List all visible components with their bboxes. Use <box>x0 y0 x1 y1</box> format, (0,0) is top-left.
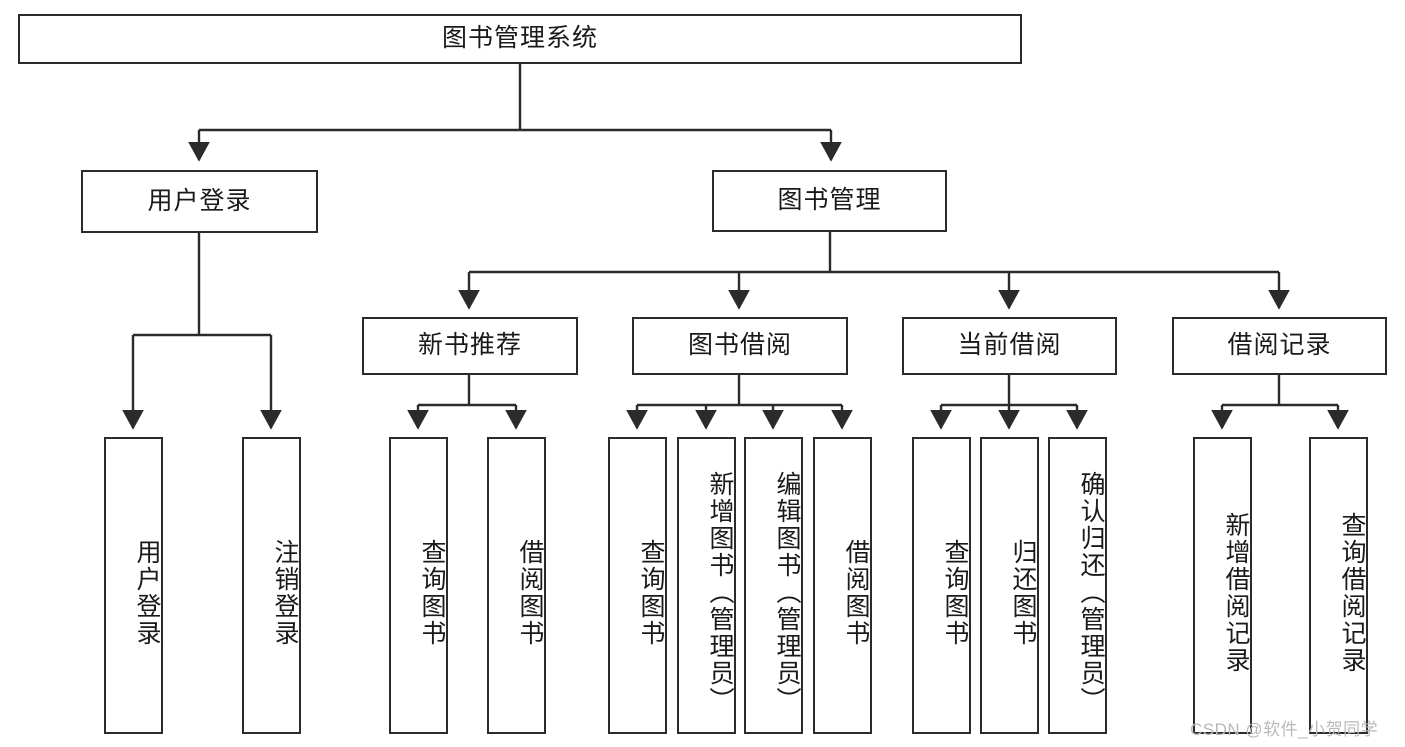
node-label: 借阅图书 <box>516 538 544 647</box>
node-label: 图书管理 <box>777 186 882 215</box>
node-book-borrow[interactable]: 图书借阅 <box>632 317 848 375</box>
node-label: 查询借阅记录 <box>1338 511 1366 674</box>
leaf-confirm-return-admin[interactable]: 确认归还（管理员） <box>1048 437 1107 734</box>
leaf-query-book-recommend[interactable]: 查询图书 <box>389 437 448 734</box>
node-label: 新增借阅记录 <box>1222 511 1250 674</box>
leaf-user-logout[interactable]: 注销登录 <box>242 437 301 734</box>
node-label: 确认归还（管理员） <box>1077 471 1105 714</box>
node-label: 查询图书 <box>418 538 446 647</box>
leaf-query-borrow-record[interactable]: 查询借阅记录 <box>1309 437 1368 734</box>
node-current-borrow[interactable]: 当前借阅 <box>902 317 1117 375</box>
node-label: 借阅记录 <box>1227 331 1332 360</box>
node-label: 注销登录 <box>271 538 299 647</box>
leaf-borrow-book[interactable]: 借阅图书 <box>813 437 872 734</box>
node-label: 编辑图书（管理员） <box>773 471 801 714</box>
leaf-return-book[interactable]: 归还图书 <box>980 437 1039 734</box>
leaf-borrow-book-recommend[interactable]: 借阅图书 <box>487 437 546 734</box>
leaf-query-book-current[interactable]: 查询图书 <box>912 437 971 734</box>
node-borrow-record[interactable]: 借阅记录 <box>1172 317 1387 375</box>
leaf-query-book-borrow[interactable]: 查询图书 <box>608 437 667 734</box>
node-label: 新书推荐 <box>417 331 522 360</box>
leaf-add-borrow-record[interactable]: 新增借阅记录 <box>1193 437 1252 734</box>
node-root-book-management-system[interactable]: 图书管理系统 <box>18 14 1022 64</box>
node-book-management[interactable]: 图书管理 <box>712 170 947 232</box>
node-label: 图书借阅 <box>687 331 792 360</box>
leaf-add-book-admin[interactable]: 新增图书（管理员） <box>677 437 736 734</box>
leaf-edit-book-admin[interactable]: 编辑图书（管理员） <box>744 437 803 734</box>
node-new-book-recommend[interactable]: 新书推荐 <box>362 317 578 375</box>
node-label: 新增图书（管理员） <box>706 471 734 714</box>
csdn-watermark: CSDN @软件_小贺同学 <box>1190 720 1379 739</box>
node-label: 图书管理系统 <box>441 24 598 53</box>
node-label: 用户登录 <box>147 186 252 215</box>
node-label: 用户登录 <box>133 538 161 647</box>
node-label: 借阅图书 <box>842 538 870 647</box>
node-label: 当前借阅 <box>957 331 1062 360</box>
leaf-user-login[interactable]: 用户登录 <box>104 437 163 734</box>
node-user-login[interactable]: 用户登录 <box>81 170 318 233</box>
node-label: 查询图书 <box>941 538 969 647</box>
node-label: 归还图书 <box>1009 538 1037 647</box>
node-label: 查询图书 <box>637 538 665 647</box>
